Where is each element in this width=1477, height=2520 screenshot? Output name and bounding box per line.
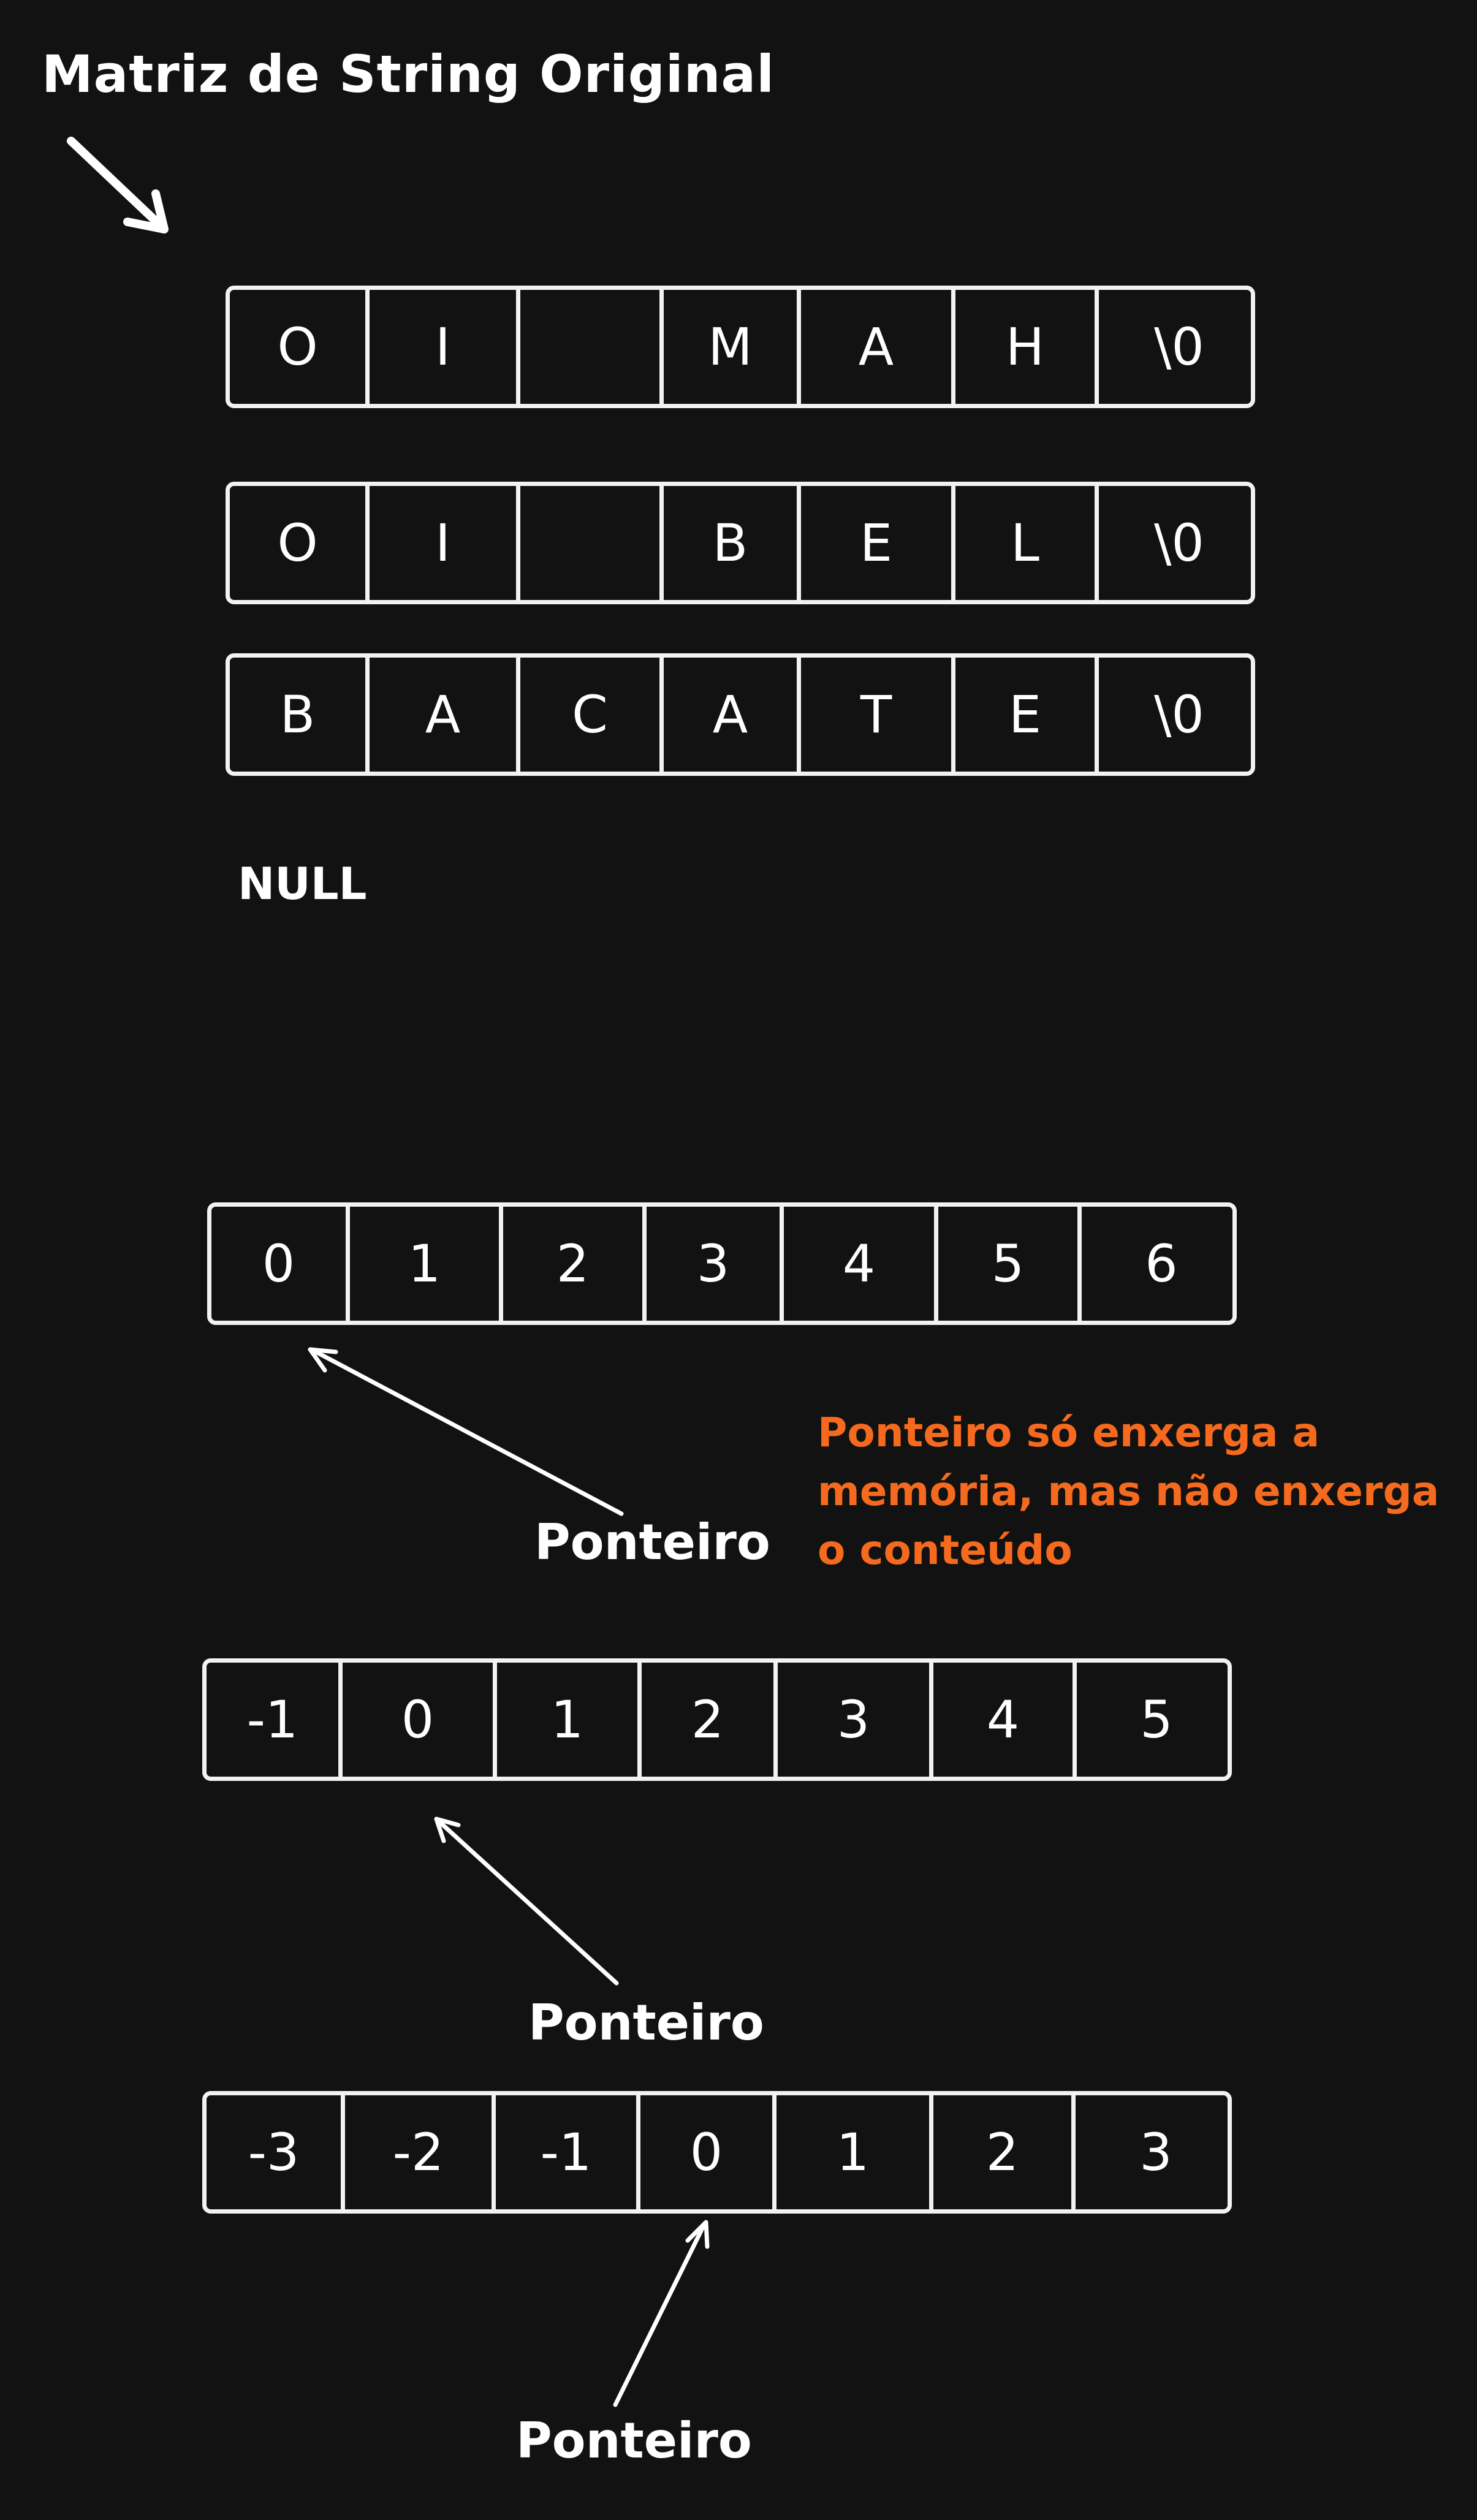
char-cell: E bbox=[955, 658, 1099, 772]
char-cell: L bbox=[955, 486, 1099, 600]
index-cell: 4 bbox=[933, 1663, 1077, 1777]
index-cell: -3 bbox=[207, 2095, 345, 2209]
pointer-arrow-2 bbox=[434, 1816, 619, 1986]
char-cell: A bbox=[370, 658, 520, 772]
index-cell: -1 bbox=[207, 1663, 343, 1777]
pointer-label-3: Ponteiro bbox=[516, 2412, 752, 2469]
index-row-3: -3 -2 -1 0 1 2 3 bbox=[202, 2091, 1232, 2214]
char-cell: E bbox=[801, 486, 955, 600]
pointer-arrow-1 bbox=[308, 1347, 624, 1516]
index-row-2: -1 0 1 2 3 4 5 bbox=[202, 1658, 1232, 1781]
index-cell: 1 bbox=[776, 2095, 933, 2209]
char-cell: B bbox=[230, 658, 370, 772]
char-cell: M bbox=[664, 290, 801, 404]
index-cell: 3 bbox=[647, 1207, 784, 1321]
note-line: Ponteiro só enxerga a bbox=[818, 1409, 1320, 1456]
string-row-3: B A C A T E \0 bbox=[226, 653, 1255, 776]
char-cell: A bbox=[664, 658, 801, 772]
char-cell: I bbox=[370, 486, 520, 600]
index-row-1: 0 1 2 3 4 5 6 bbox=[207, 1202, 1237, 1325]
char-cell: H bbox=[955, 290, 1099, 404]
index-cell: 2 bbox=[642, 1663, 778, 1777]
index-cell: 5 bbox=[1140, 1690, 1173, 1750]
index-cell: 0 bbox=[343, 1663, 497, 1777]
char-cell: O bbox=[230, 290, 370, 404]
char-cell: I bbox=[370, 290, 520, 404]
index-cell: 2 bbox=[503, 1207, 647, 1321]
char-cell: \0 bbox=[1154, 685, 1204, 745]
char-cell: \0 bbox=[1154, 317, 1204, 377]
index-cell: 1 bbox=[497, 1663, 642, 1777]
index-cell: 3 bbox=[1139, 2122, 1172, 2182]
diagram-title: Matriz de String Original bbox=[42, 44, 775, 104]
index-cell: 0 bbox=[211, 1207, 350, 1321]
index-cell: -2 bbox=[345, 2095, 496, 2209]
index-cell: 1 bbox=[350, 1207, 503, 1321]
char-cell: C bbox=[520, 658, 664, 772]
char-cell: O bbox=[230, 486, 370, 600]
index-cell: 5 bbox=[938, 1207, 1082, 1321]
char-cell bbox=[520, 290, 664, 404]
index-cell: -1 bbox=[496, 2095, 640, 2209]
null-terminator-label: NULL bbox=[238, 858, 367, 909]
index-cell: 4 bbox=[784, 1207, 938, 1321]
pointer-label-1: Ponteiro bbox=[534, 1514, 770, 1571]
note-line: memória, mas não enxerga bbox=[818, 1468, 1440, 1515]
char-cell: B bbox=[664, 486, 801, 600]
char-cell bbox=[520, 486, 664, 600]
index-cell: 2 bbox=[933, 2095, 1076, 2209]
pointer-label-2: Ponteiro bbox=[528, 1994, 764, 2051]
index-cell: 0 bbox=[640, 2095, 776, 2209]
string-row-2: O I B E L \0 bbox=[226, 482, 1255, 604]
char-cell: T bbox=[801, 658, 955, 772]
note-line: o conteúdo bbox=[818, 1527, 1073, 1574]
index-cell: 3 bbox=[778, 1663, 933, 1777]
char-cell: A bbox=[801, 290, 955, 404]
title-arrow bbox=[67, 137, 169, 233]
pointer-arrow-3 bbox=[613, 2220, 710, 2407]
index-cell: 6 bbox=[1145, 1234, 1178, 1294]
char-cell: \0 bbox=[1154, 513, 1204, 573]
string-row-1: O I M A H \0 bbox=[226, 286, 1255, 408]
pointer-note: Ponteiro só enxerga a memória, mas não e… bbox=[818, 1403, 1439, 1580]
